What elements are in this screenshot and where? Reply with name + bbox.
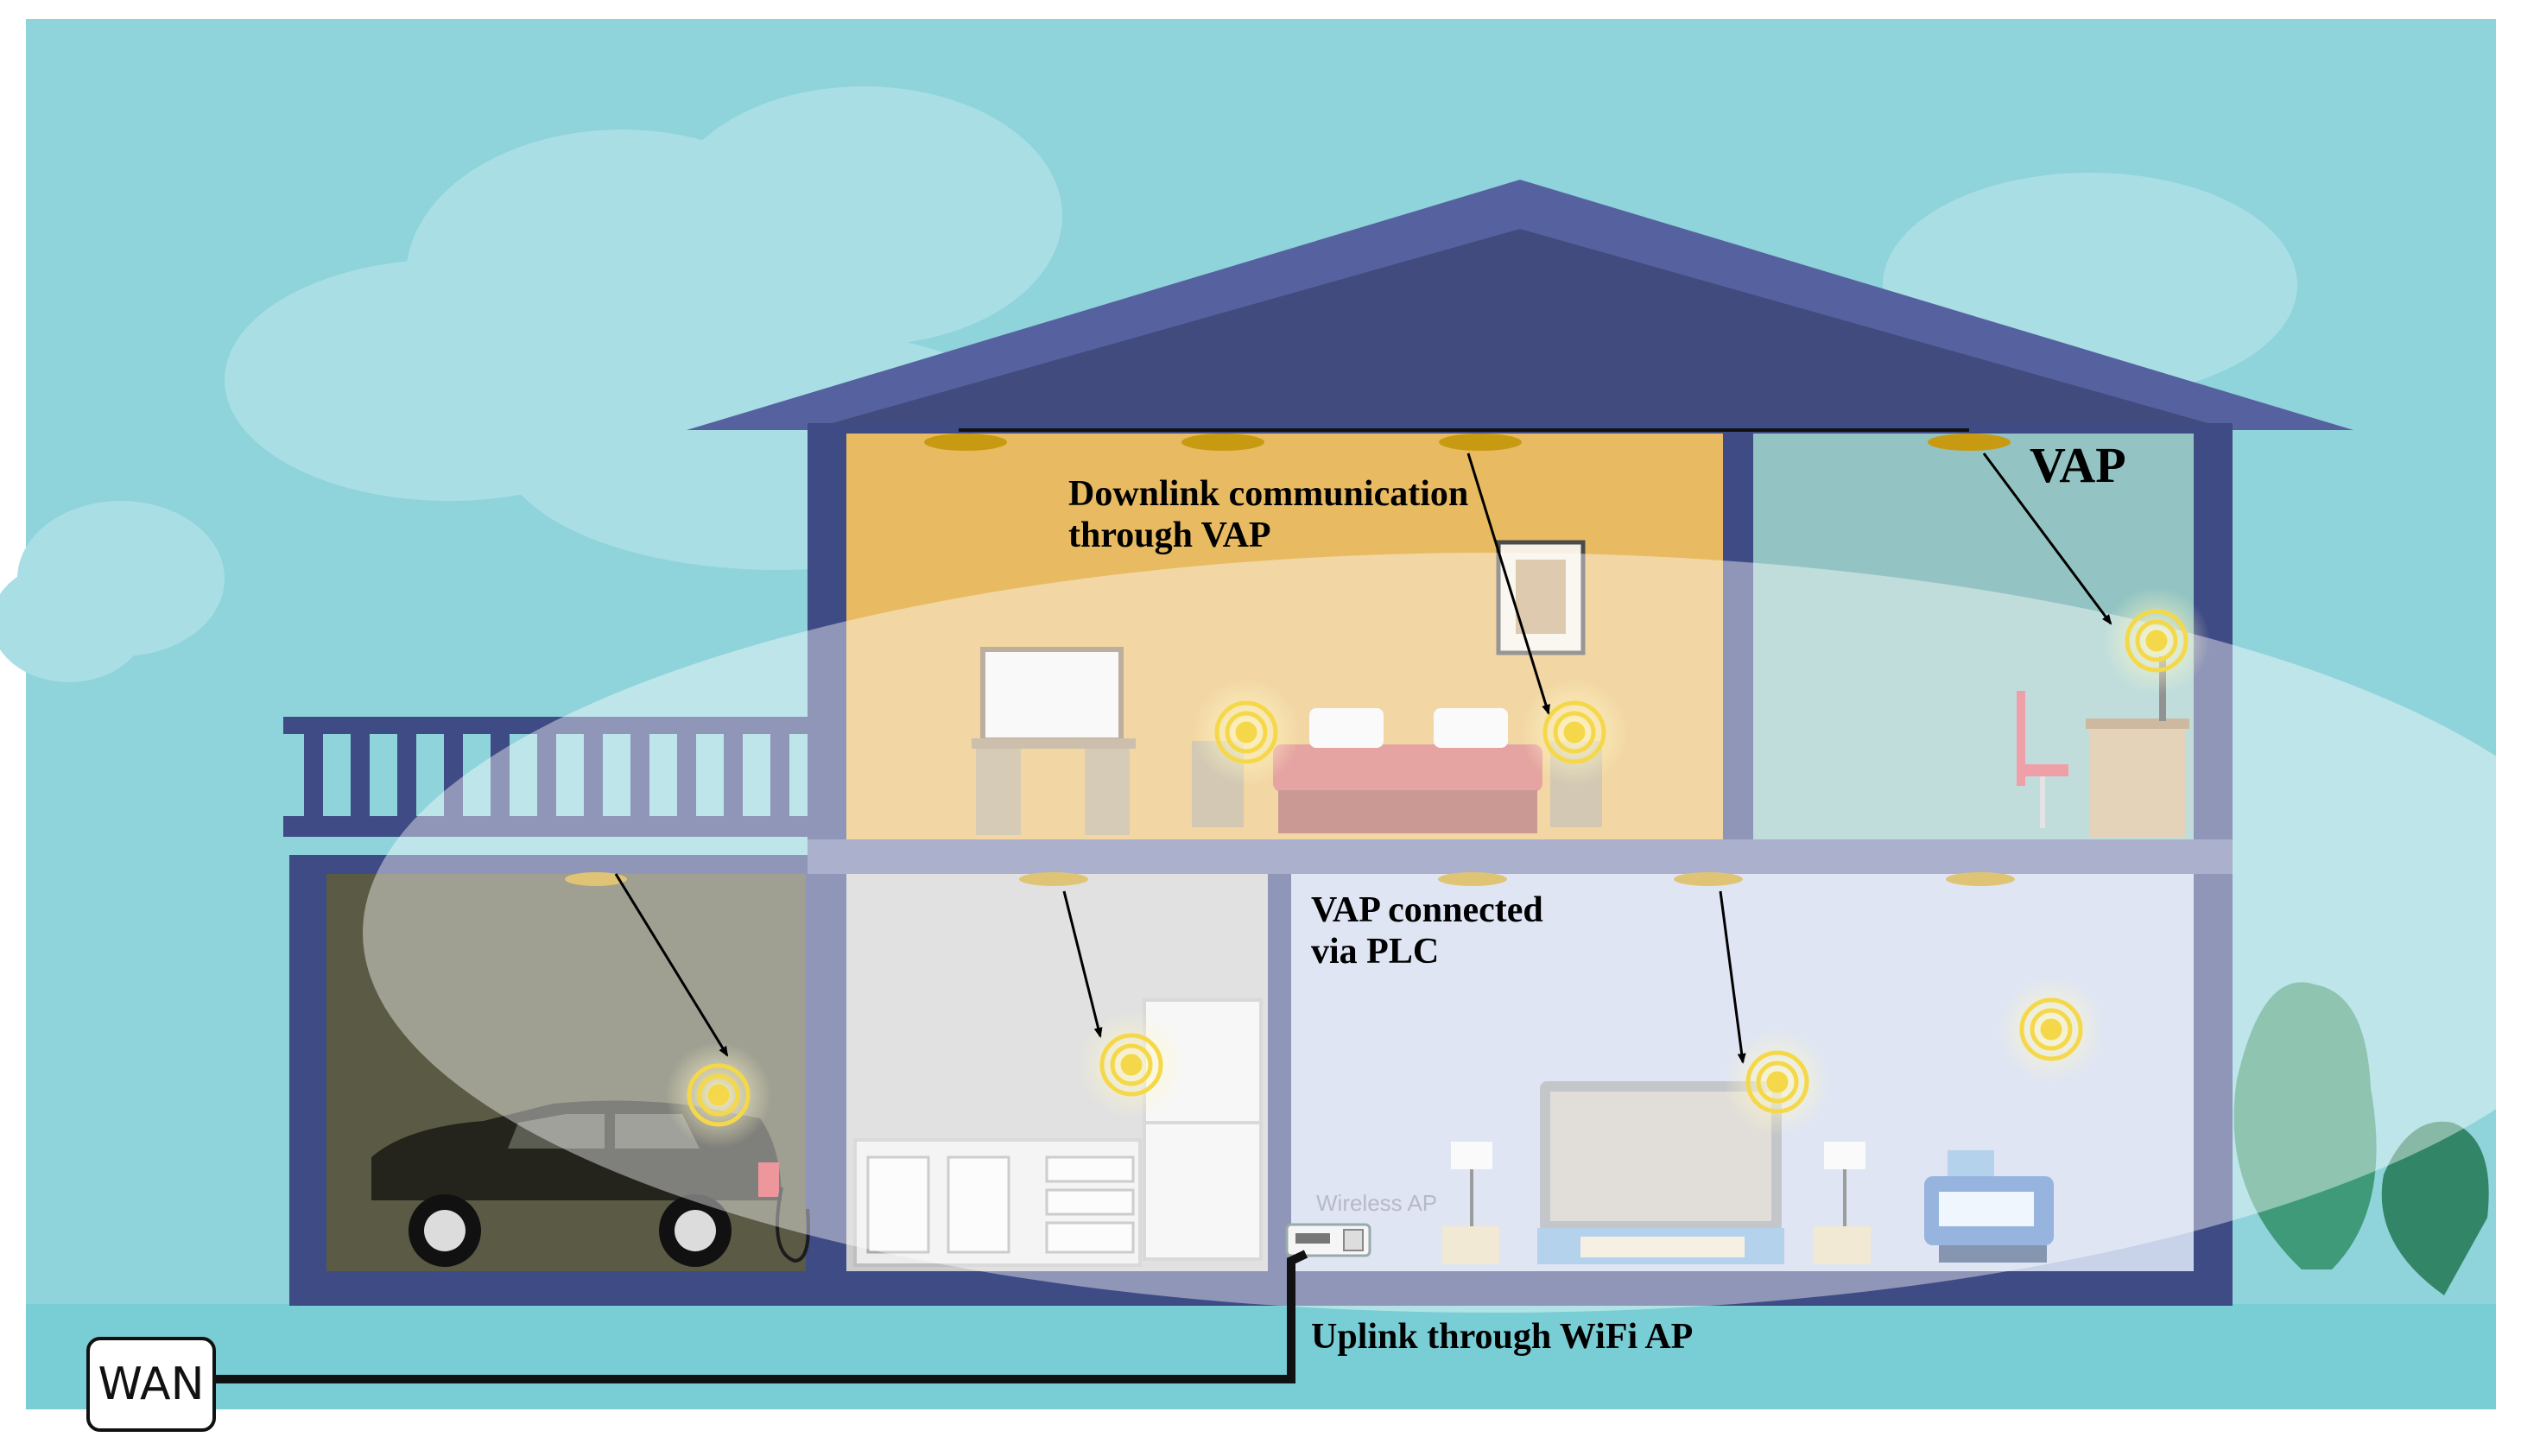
downlink-label: Downlink communication through VAP [1068,473,1468,557]
armchair-icon [1924,1150,2054,1263]
cloud-icon [0,86,2297,682]
railing-post [397,734,416,816]
plc-label-line1: VAP connected [1311,890,1543,930]
railing-post [537,734,556,816]
wireless-ap-label: Wireless AP [1316,1190,1438,1216]
desk-icon [972,647,1136,835]
floor-slab [808,839,2233,874]
uplink-label: Uplink through WiFi AP [1311,1317,1694,1357]
wifi-signal-icon [1193,679,1300,786]
plc-label: VAP connected via PLC [1311,889,1543,973]
railing-post [444,734,463,816]
railing-post [770,734,789,816]
charging-cable [776,1187,810,1263]
wifi-coverage-area [363,553,2521,1313]
wifi-signal-icon [1998,976,2105,1083]
wifi-signal-icon [2103,587,2210,694]
railing-post [677,734,696,816]
vap-label: VAP [2030,437,2126,493]
railing-post [491,734,510,816]
wan-box: WAN [86,1337,216,1432]
lamp-icon [1442,1142,1871,1264]
signal-arrows [614,453,2112,1064]
office-desk-icon [2086,656,2189,838]
plc-label-line2: via PLC [1311,932,1440,972]
railing-post [584,734,603,816]
wifi-signal-icon [1724,1029,1831,1136]
tv-icon [1537,1081,1784,1264]
wifi-signal-icon [665,1041,772,1149]
wireless-ap-icon [1285,1223,1371,1257]
wifi-signal-icon [1521,679,1628,786]
railing-post [724,734,743,816]
uplink-cable [216,1250,1308,1383]
railing-post [630,734,649,816]
wan-label: WAN [98,1358,205,1410]
ceiling-light-icon [565,434,2015,886]
railing-post [304,734,323,816]
kitchen-cabinet-icon [853,1138,1142,1267]
ground [26,1304,2496,1409]
tree-icon [2233,982,2489,1295]
railing-post [351,734,370,816]
wifi-signal-icons [665,587,2210,1149]
downlink-label-line1: Downlink communication [1068,474,1469,514]
downlink-label-line2: through VAP [1068,516,1271,556]
balcony-railing [283,717,812,837]
wifi-signal-icon [1078,1011,1185,1118]
office-chair-icon [2017,691,2068,828]
roof [687,180,2353,430]
